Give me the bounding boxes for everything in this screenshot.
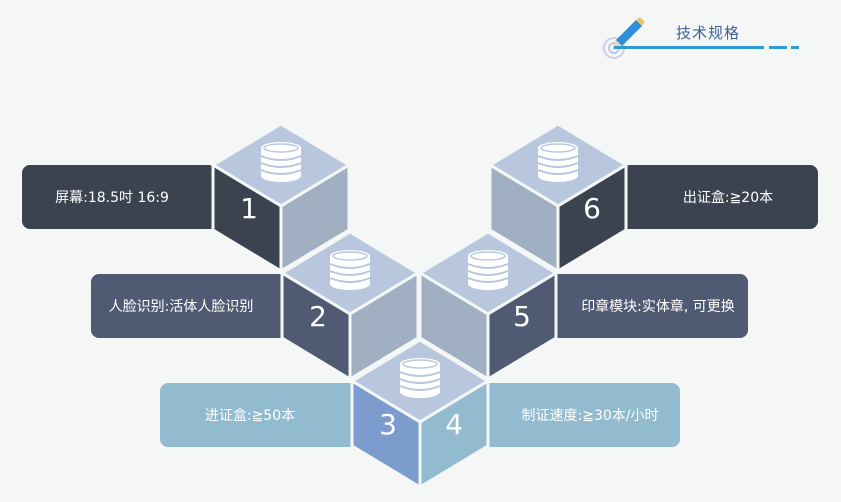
cube-number-6: 6 bbox=[583, 192, 601, 225]
cube-right-face bbox=[348, 270, 420, 382]
coin-stack-icon bbox=[329, 249, 371, 291]
spec-label-6: 出证盒:≧20本 bbox=[682, 190, 774, 206]
spec-label-5: 印章模块:实体章, 可更换 bbox=[581, 299, 735, 315]
spec-bar-5: 印章模块:实体章, 可更换 bbox=[548, 274, 748, 338]
cube-number-5: 5 bbox=[513, 300, 531, 333]
cube-right-face bbox=[556, 162, 628, 274]
cube-right-face bbox=[418, 378, 490, 490]
cube-number-1: 1 bbox=[240, 192, 258, 225]
spec-label-4: 制证速度:≧30本/小时 bbox=[521, 408, 659, 424]
spec-label-3: 进证盒:≧50本 bbox=[204, 408, 296, 424]
spec-label-2: 人脸识别:活体人脸识别 bbox=[108, 299, 254, 315]
spec-bar-3: 进证盒:≧50本 bbox=[160, 383, 360, 447]
spec-bar-2: 人脸识别:活体人脸识别 bbox=[91, 274, 291, 338]
spec-label-1: 屏幕:18.5吋 16:9 bbox=[55, 190, 169, 206]
spec-bar-1: 屏幕:18.5吋 16:9 bbox=[22, 165, 222, 229]
spec-bar-6: 出证盒:≧20本 bbox=[618, 165, 818, 229]
title-underline bbox=[614, 46, 799, 49]
coin-stack-icon bbox=[537, 141, 579, 183]
section-title: 技术规格 bbox=[676, 24, 741, 42]
cube-number-2: 2 bbox=[309, 300, 327, 333]
cube-number-3: 3 bbox=[379, 408, 397, 441]
coin-stack-icon bbox=[399, 357, 441, 399]
coin-stack-icon bbox=[260, 141, 302, 183]
spec-bar-4: 制证速度:≧30本/小时 bbox=[480, 383, 680, 447]
coin-stack-icon bbox=[467, 249, 509, 291]
cube-number-4: 4 bbox=[445, 408, 463, 441]
cube-right-face bbox=[486, 270, 558, 382]
